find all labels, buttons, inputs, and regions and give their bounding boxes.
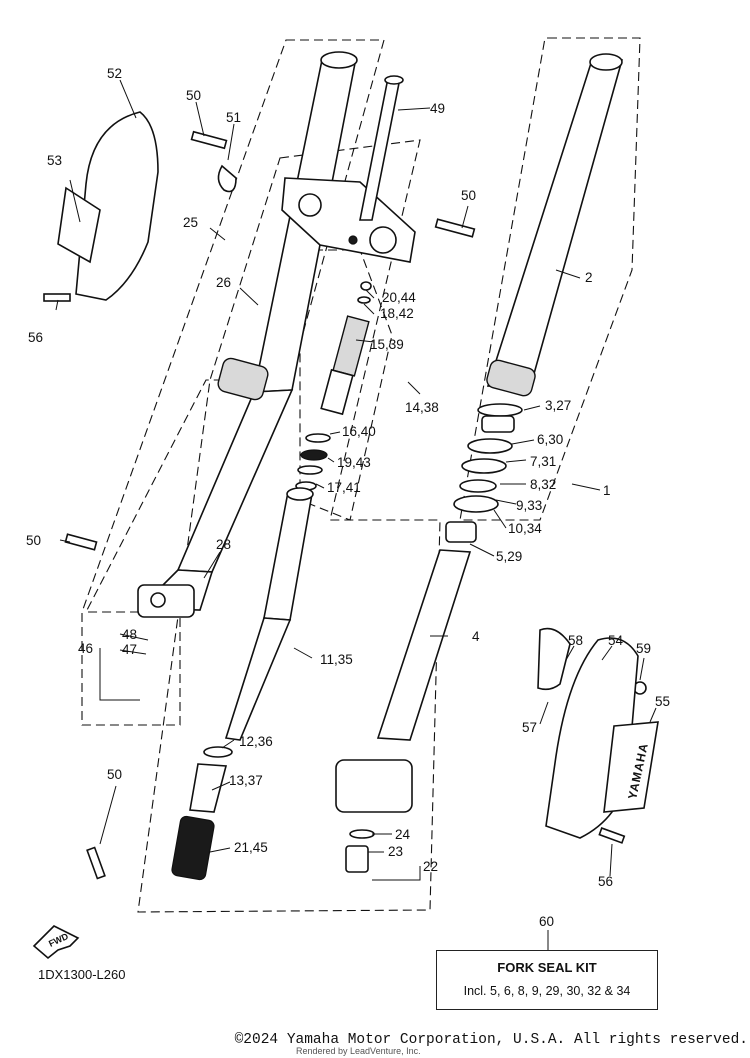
- callout-label: 54: [608, 633, 624, 648]
- callout-label: 46: [78, 641, 93, 656]
- callout-label: 11,35: [320, 652, 353, 667]
- callout-label: 1: [603, 483, 611, 498]
- callout-label: 48: [122, 627, 137, 642]
- diagram-code: 1DX1300-L260: [38, 967, 126, 982]
- fwd-arrow: FWD: [32, 925, 80, 960]
- callout-label: 24: [395, 827, 411, 842]
- callout-label: 15,39: [370, 337, 404, 352]
- callout-label: 5,29: [496, 549, 522, 564]
- callout-label: 49: [430, 101, 445, 116]
- left-fork-guard: [57, 111, 159, 301]
- callout-label: 20,44: [382, 290, 416, 305]
- damper-cartridge: [171, 487, 314, 881]
- callout-label: 55: [655, 694, 670, 709]
- callout-label: 58: [568, 633, 583, 648]
- clip-51: [217, 164, 237, 193]
- kit-title: FORK SEAL KIT: [497, 960, 597, 975]
- callout-label: 60: [539, 914, 554, 929]
- callout-label: 7,31: [530, 454, 556, 469]
- callout-label: 18,42: [380, 306, 414, 321]
- callout-label: 8,32: [530, 477, 556, 492]
- callout-label: 50: [26, 533, 41, 548]
- callout-label: 51: [226, 110, 241, 125]
- callout-label: 14,38: [405, 400, 439, 415]
- damper-parts: [295, 281, 372, 491]
- callout-label: 13,37: [229, 773, 263, 788]
- callout-label: 50: [107, 767, 122, 782]
- triple-clamp: [281, 75, 416, 263]
- watermark-text: Rendered by LeadVenture, Inc.: [296, 1046, 421, 1056]
- callout-label: 53: [47, 153, 62, 168]
- bolts: [43, 130, 647, 880]
- callout-label: 57: [522, 720, 537, 735]
- callout-label: 26: [216, 275, 231, 290]
- callout-label: 21,45: [234, 840, 268, 855]
- callout-label: 16,40: [342, 424, 376, 439]
- callout-label: 12,36: [239, 734, 273, 749]
- callout-label: 25: [183, 215, 198, 230]
- callout-label: 23: [388, 844, 403, 859]
- copyright-footer: ©2024 Yamaha Motor Corporation, U.S.A. A…: [234, 1032, 748, 1048]
- callout-label: 52: [107, 66, 122, 81]
- callout-label: 17,41: [327, 480, 361, 495]
- callout-label: 47: [122, 642, 137, 657]
- right-fork-guard: YAMAHA: [537, 627, 659, 839]
- right-fork-assembly-outline: [459, 37, 641, 521]
- callout-label: 9,33: [516, 498, 542, 513]
- left-fork-tube: [137, 51, 358, 618]
- callout-label: 56: [28, 330, 43, 345]
- inner-fork-assembly-outline: [137, 139, 441, 913]
- callout-label: 4: [472, 629, 480, 644]
- callout-label: 3,27: [545, 398, 571, 413]
- callout-labels: 52 50 51 49 53 25 50 2 26 20,44 18,42 56…: [26, 66, 670, 929]
- callout-label: 56: [598, 874, 613, 889]
- callout-label: 22: [423, 859, 438, 874]
- leader-lines: [55, 79, 657, 950]
- callout-label: 10,34: [508, 521, 542, 536]
- callout-label: 59: [636, 641, 651, 656]
- callout-label: 50: [461, 188, 476, 203]
- callout-label: 28: [216, 537, 231, 552]
- callout-label: 2: [585, 270, 593, 285]
- callout-label: 6,30: [537, 432, 563, 447]
- callout-label: 19,43: [337, 455, 371, 470]
- kit-includes: Incl. 5, 6, 8, 9, 29, 30, 32 & 34: [463, 984, 631, 998]
- fork-seal-kit-box: FORK SEAL KIT Incl. 5, 6, 8, 9, 29, 30, …: [436, 950, 658, 1010]
- callout-label: 50: [186, 88, 201, 103]
